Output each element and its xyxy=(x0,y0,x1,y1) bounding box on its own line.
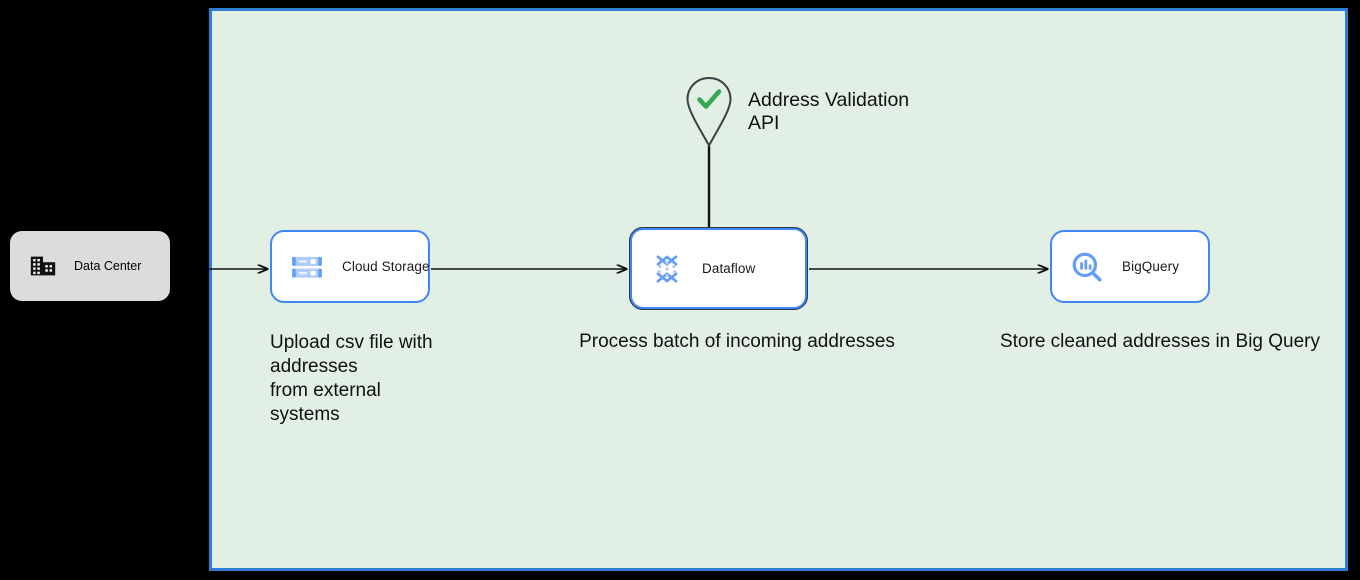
building-icon xyxy=(30,256,56,276)
bigquery-icon xyxy=(1072,252,1102,282)
node-bigquery-label: BigQuery xyxy=(1122,259,1180,274)
caption-dataflow: Process batch of incoming addresses xyxy=(579,331,895,352)
caption-bigquery: Store cleaned addresses in Big Query xyxy=(999,331,1320,352)
cloud-storage-icon xyxy=(292,256,322,278)
caption-cloud-storage: Upload csv file with addresses from exte… xyxy=(270,332,433,425)
address-validation-api-label: Address Validation API xyxy=(748,89,910,134)
node-dataflow-label: Dataflow xyxy=(702,261,756,276)
node-cloud-storage[interactable]: Cloud Storage xyxy=(270,230,430,303)
node-bigquery[interactable]: BigQuery xyxy=(1050,230,1210,303)
map-pin-check-icon xyxy=(686,76,732,148)
node-data-center[interactable]: Data Center xyxy=(10,231,170,301)
node-data-center-label: Data Center xyxy=(74,259,142,273)
node-dataflow[interactable]: Dataflow xyxy=(629,227,808,310)
node-address-validation-api[interactable] xyxy=(684,76,734,148)
dataflow-icon xyxy=(656,254,678,283)
node-cloud-storage-label: Cloud Storage xyxy=(342,259,430,274)
